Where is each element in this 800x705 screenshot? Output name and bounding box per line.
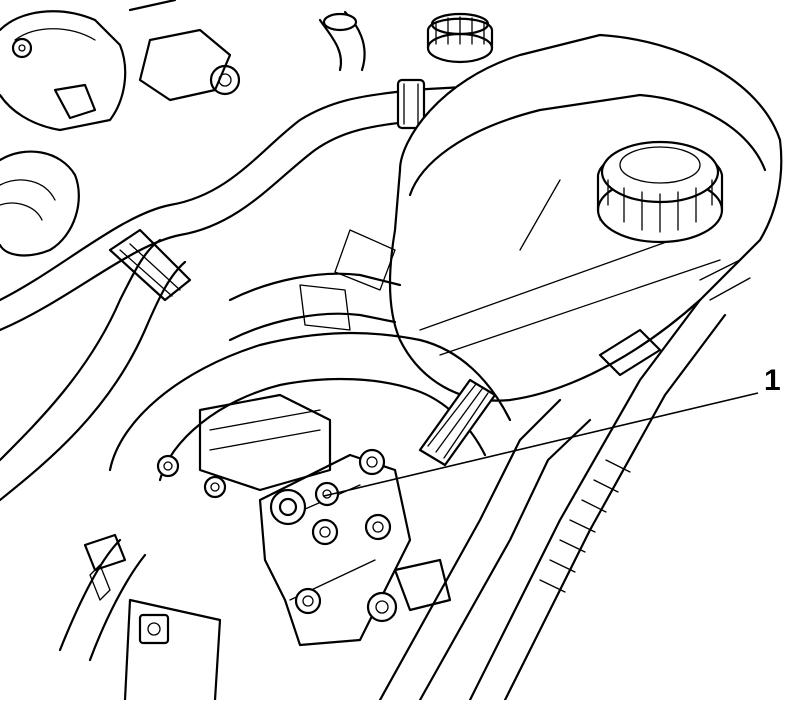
ribbed-hose [378,298,727,702]
left-coolant-hose [0,228,192,662]
middle-coolant-hose [108,229,512,482]
mount-bracket [258,448,452,647]
upper-coolant-hose [0,10,502,332]
hose-clamp [418,378,497,467]
expansion-tank-cap [596,140,724,244]
callout-leader-line [323,392,759,497]
callout-number-1: 1 [764,364,781,397]
lower-left-engine-block [83,393,332,702]
small-reservoir-cap [426,12,494,64]
expansion-tank [388,33,783,402]
upper-left-engine-parts [0,0,241,257]
